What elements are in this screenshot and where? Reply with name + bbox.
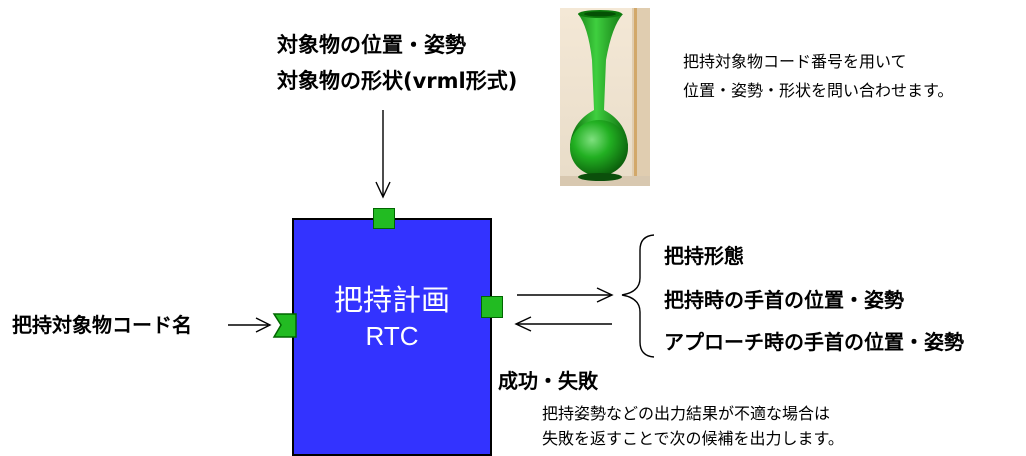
object-shape-label: 対象物の形状(vrml形式): [277, 69, 518, 93]
green-vase-icon: [570, 10, 628, 181]
success-failure-label: 成功・失敗: [498, 369, 598, 393]
output-port-icon: [373, 208, 395, 229]
grasp-planning-rtc-box: [292, 218, 492, 456]
output-wrist-pose-grasp: 把持時の手首の位置・姿勢: [664, 288, 904, 312]
object-pose-label: 対象物の位置・姿勢: [277, 33, 466, 57]
input-arrow-left: [228, 317, 272, 333]
output-arrow: [517, 287, 614, 303]
query-note-line-1: 把持対象物コード番号を用いて: [683, 52, 907, 71]
rtc-name-label: 把持計画: [333, 283, 450, 317]
vase-image: [560, 8, 650, 186]
output-grasp-form: 把持形態: [664, 244, 744, 268]
retry-note-line-1: 把持姿勢などの出力結果が不適な場合は: [542, 404, 831, 423]
output-port-icon: [481, 296, 503, 318]
input-arrow-top: [375, 110, 391, 199]
object-code-name-label: 把持対象物コード名: [12, 313, 192, 337]
retry-note-line-2: 失敗を返すことで次の候補を出力します。: [542, 429, 844, 448]
query-note-line-2: 位置・姿勢・形状を問い合わせます。: [683, 81, 954, 100]
outputs-brace: [621, 234, 655, 358]
output-wrist-pose-approach: アプローチ時の手首の位置・姿勢: [664, 330, 964, 354]
rtc-type-label: RTC: [365, 321, 419, 351]
return-arrow: [514, 316, 612, 332]
